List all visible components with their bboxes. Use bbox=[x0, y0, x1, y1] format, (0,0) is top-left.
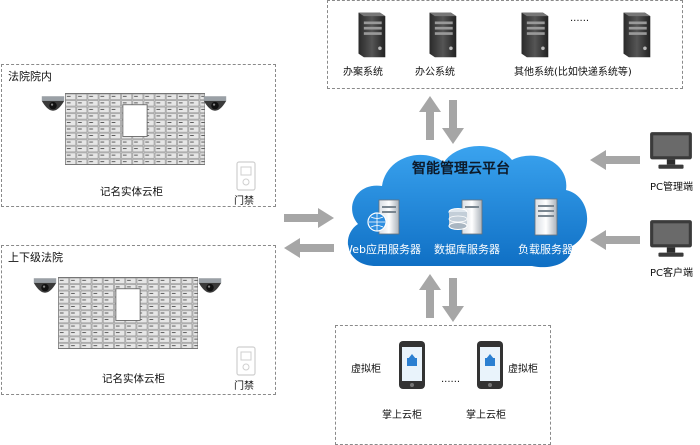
virtual-cabinet-label: 虚拟柜 bbox=[351, 364, 381, 375]
mobile-cabinet-label: 掌上云柜 bbox=[382, 410, 422, 421]
court-inner-cabinet-label: 记名实体云柜 bbox=[100, 186, 163, 198]
arrow-left-to-court bbox=[284, 238, 334, 258]
top-systems-ellipsis: ...... bbox=[570, 13, 590, 24]
web-server-label: Web应用服务器 bbox=[342, 243, 421, 256]
cloud-platform-title: 智能管理云平台 bbox=[412, 161, 510, 177]
court-upper-lower-panel: 上下级法院 记名实体云柜 门禁 bbox=[1, 245, 276, 395]
court-inner-title: 法院院内 bbox=[8, 70, 52, 83]
database-server-label: 数据库服务器 bbox=[434, 243, 500, 256]
pc-client-label: PC客户端 bbox=[650, 268, 694, 279]
arrow-from-pc-client bbox=[590, 230, 640, 250]
pc-admin-label: PC管理端 bbox=[650, 182, 694, 193]
arrow-up-from-mobile bbox=[419, 274, 441, 318]
mobile-cabinet-label: 掌上云柜 bbox=[466, 410, 506, 421]
mobile-ellipsis: ...... bbox=[441, 374, 461, 385]
office-system-label: 办公系统 bbox=[415, 67, 455, 78]
arrow-from-pc-admin bbox=[590, 150, 640, 170]
virtual-cabinet-label: 虚拟柜 bbox=[508, 364, 538, 375]
court-inner-door-label: 门禁 bbox=[234, 196, 254, 207]
arrow-down-to-mobile bbox=[442, 278, 464, 322]
arrow-down-from-systems bbox=[442, 100, 464, 144]
court-inner-panel: 法院院内 记名实体云柜 门禁 bbox=[1, 64, 276, 207]
load-server-label: 负载服务器 bbox=[518, 243, 573, 256]
top-systems-panel: ...... 办案系统 办公系统 其他系统(比如快递系统等) bbox=[327, 0, 683, 89]
court-upper-lower-door-label: 门禁 bbox=[234, 381, 254, 392]
other-system-label: 其他系统(比如快递系统等) bbox=[514, 67, 632, 78]
court-upper-lower-cabinet-label: 记名实体云柜 bbox=[102, 373, 165, 385]
court-upper-lower-title: 上下级法院 bbox=[8, 251, 63, 264]
arrow-right-to-cloud bbox=[284, 208, 334, 228]
arrow-up-to-systems bbox=[419, 96, 441, 140]
case-system-label: 办案系统 bbox=[343, 67, 383, 78]
